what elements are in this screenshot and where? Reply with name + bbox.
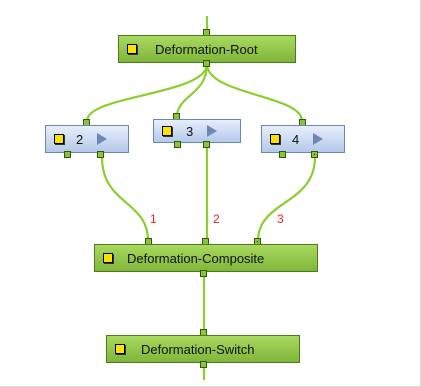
node-color-swatch-icon — [270, 134, 280, 144]
composite-output-port[interactable] — [200, 270, 207, 277]
node-label: 3 — [186, 123, 194, 139]
node-color-swatch-icon — [103, 253, 113, 263]
deformation-switch-node[interactable]: Deformation-Switch — [106, 335, 300, 363]
deformation-root-node[interactable]: Deformation-Root — [118, 35, 296, 63]
deformation-node-2[interactable]: 2 — [45, 125, 129, 153]
node-2-output-port-a[interactable] — [64, 151, 71, 158]
node-color-swatch-icon — [127, 44, 137, 54]
deformation-node-4[interactable]: 4 — [261, 125, 345, 153]
wire-root-to-3 — [175, 63, 209, 118]
wire-root-to-2 — [85, 63, 209, 122]
deformation-composite-node[interactable]: Deformation-Composite — [94, 244, 318, 272]
node-4-output-port-a[interactable] — [279, 151, 286, 158]
wire-root-to-4 — [205, 63, 304, 122]
node-3-output-port-b[interactable] — [203, 141, 210, 148]
node-color-swatch-icon — [115, 344, 125, 354]
node-4-output-port-b[interactable] — [311, 151, 318, 158]
node-label: Deformation-Switch — [141, 341, 255, 357]
switch-output-port[interactable] — [200, 361, 207, 368]
expand-arrow-icon[interactable] — [97, 133, 108, 145]
node-2-output-port-b[interactable] — [97, 151, 104, 158]
node-color-swatch-icon — [54, 134, 64, 144]
deformation-node-3[interactable]: 3 — [153, 119, 241, 143]
node-label: Deformation-Composite — [127, 250, 265, 266]
port-number-3: 3 — [277, 212, 284, 226]
node-color-swatch-icon — [162, 126, 172, 136]
expand-arrow-icon[interactable] — [313, 133, 324, 145]
node-label: 2 — [76, 131, 84, 147]
node-3-output-port-a[interactable] — [174, 141, 181, 148]
port-number-1: 1 — [150, 212, 157, 226]
wire-2-to-composite — [100, 156, 150, 242]
node-label: 4 — [292, 131, 300, 147]
root-output-port[interactable] — [203, 60, 210, 67]
node-label: Deformation-Root — [155, 41, 258, 57]
port-number-2: 2 — [213, 212, 220, 226]
expand-arrow-icon[interactable] — [207, 125, 218, 137]
wire-4-to-composite — [256, 156, 317, 242]
